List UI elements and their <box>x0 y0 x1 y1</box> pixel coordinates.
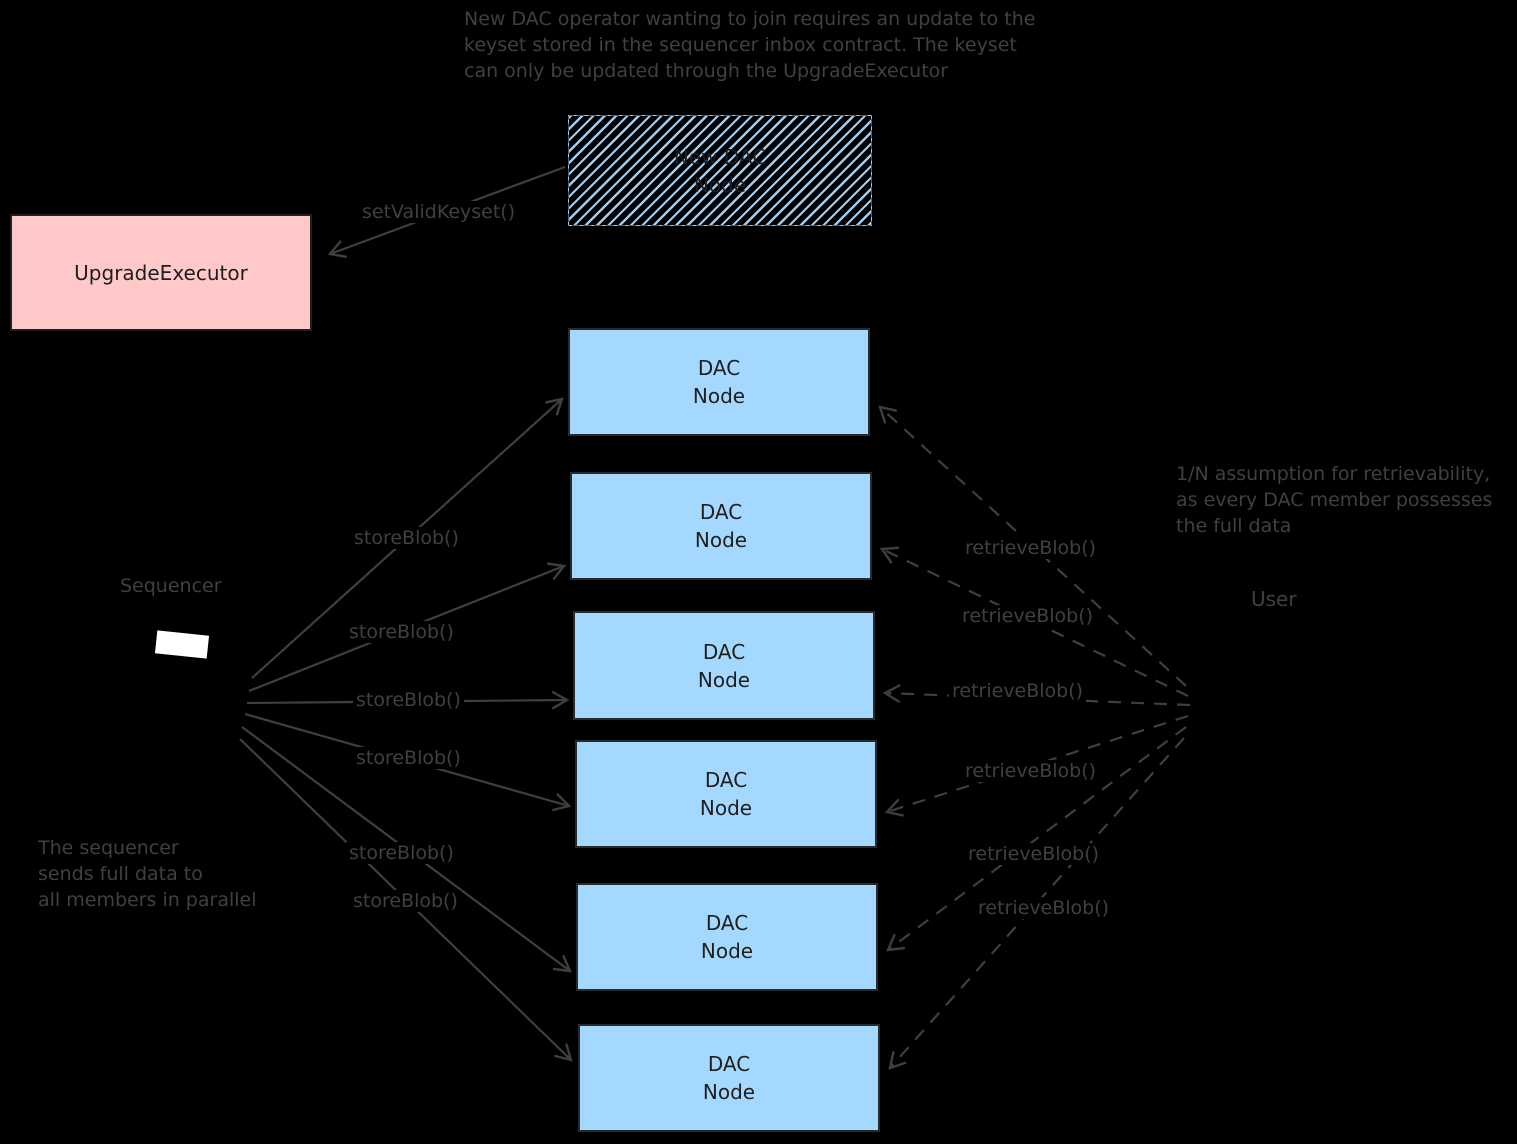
store-blob-label-2: storeBlob() <box>346 621 457 643</box>
new-dac-node-label-line1: New DAC <box>673 144 767 169</box>
right-note: 1/N assumption for retrievability, as ev… <box>1176 461 1492 539</box>
retrieve-blob-arrow-5 <box>886 726 1187 952</box>
set-valid-keyset-label: setValidKeyset() <box>359 201 519 223</box>
bottom-left-note-line-2: sends full data to <box>38 863 203 885</box>
store-blob-label-1: storeBlob() <box>351 527 462 549</box>
dac-node-box-1: DAC Node <box>568 328 870 436</box>
top-note-line-2: keyset stored in the sequencer inbox con… <box>464 34 1017 56</box>
right-note-line-3: the full data <box>1176 515 1292 537</box>
retrieve-blob-label-1: retrieveBlob() <box>962 537 1100 559</box>
retrieve-blob-label-6: retrieveBlob() <box>975 897 1113 919</box>
upgrade-executor-label: UpgradeExecutor <box>74 260 248 285</box>
dac-node-label-line1: DAC <box>707 1052 751 1076</box>
store-blob-label-3: storeBlob() <box>353 689 464 711</box>
upgrade-executor-box: UpgradeExecutor <box>10 214 312 331</box>
dac-node-label-line2: Node <box>699 796 753 820</box>
dac-node-label-line1: DAC <box>705 911 749 935</box>
new-dac-node-box: New DAC Node <box>568 115 872 226</box>
store-blob-label-5: storeBlob() <box>346 842 457 864</box>
retrieve-blob-arrow-3 <box>882 684 1191 707</box>
retrieve-blob-label-4: retrieveBlob() <box>962 760 1100 782</box>
new-dac-node-label-line2: Node <box>693 172 747 197</box>
right-note-line-2: as every DAC member possesses <box>1176 489 1493 511</box>
top-note-line-1: New DAC operator wanting to join require… <box>464 8 1036 30</box>
right-note-line-1: 1/N assumption for retrievability, <box>1176 463 1491 485</box>
dac-node-label-line2: Node <box>702 1080 756 1104</box>
dac-node-label-line2: Node <box>694 528 748 552</box>
dac-node-label-line2: Node <box>700 939 754 963</box>
store-blob-label-6: storeBlob() <box>350 890 461 912</box>
dac-node-box-6: DAC Node <box>578 1024 880 1132</box>
dac-node-label-line1: DAC <box>702 639 746 664</box>
bottom-left-note: The sequencer sends full data to all mem… <box>38 835 257 913</box>
dac-node-label-line1: DAC <box>699 500 743 524</box>
retrieve-blob-label-2: retrieveBlob() <box>959 605 1097 627</box>
dac-node-label-line1: DAC <box>697 356 741 380</box>
retrieve-blob-label-5: retrieveBlob() <box>965 843 1103 865</box>
dac-node-label-line1: DAC <box>704 768 748 792</box>
dac-node-box-5: DAC Node <box>576 883 878 991</box>
bottom-left-note-line-3: all members in parallel <box>38 889 257 911</box>
store-blob-label-4: storeBlob() <box>353 747 464 769</box>
top-note-line-3: can only be updated through the UpgradeE… <box>464 60 949 82</box>
sequencer-label: Sequencer <box>120 575 222 597</box>
dac-node-label-line2: Node <box>697 667 751 692</box>
retrieve-blob-arrow-4 <box>884 714 1189 817</box>
dac-node-label-line2: Node <box>692 384 746 408</box>
retrieve-blob-arrow-6 <box>888 737 1185 1070</box>
dac-node-box-2: DAC Node <box>570 472 872 580</box>
retrieve-blob-label-3: retrieveBlob() <box>949 680 1087 702</box>
bottom-left-note-line-1: The sequencer <box>38 837 179 859</box>
dac-node-box-4: DAC Node <box>575 740 877 848</box>
top-note: New DAC operator wanting to join require… <box>464 6 1035 84</box>
dac-node-box-3: DAC Node <box>573 611 875 720</box>
user-label: User <box>1251 587 1297 611</box>
